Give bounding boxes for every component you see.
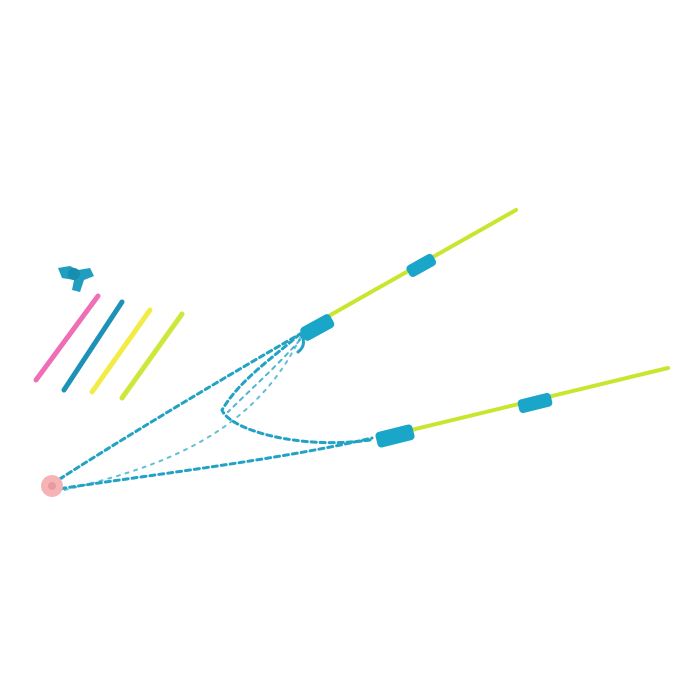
yellow-stick (89, 307, 153, 395)
blue-stick (61, 299, 125, 393)
pink-bead (41, 475, 63, 497)
lower-wand (375, 366, 670, 448)
three-way-connector-icon (58, 266, 94, 292)
pink-stick (33, 293, 101, 383)
bubble-rope (50, 332, 374, 493)
lower-wand-middle-connector (517, 392, 553, 414)
upper-wand (300, 208, 518, 341)
upper-wand-end-connector (300, 314, 335, 341)
green-stick (119, 311, 185, 401)
upper-wand-middle-connector (406, 253, 437, 277)
lower-wand-end-connector (375, 424, 415, 448)
